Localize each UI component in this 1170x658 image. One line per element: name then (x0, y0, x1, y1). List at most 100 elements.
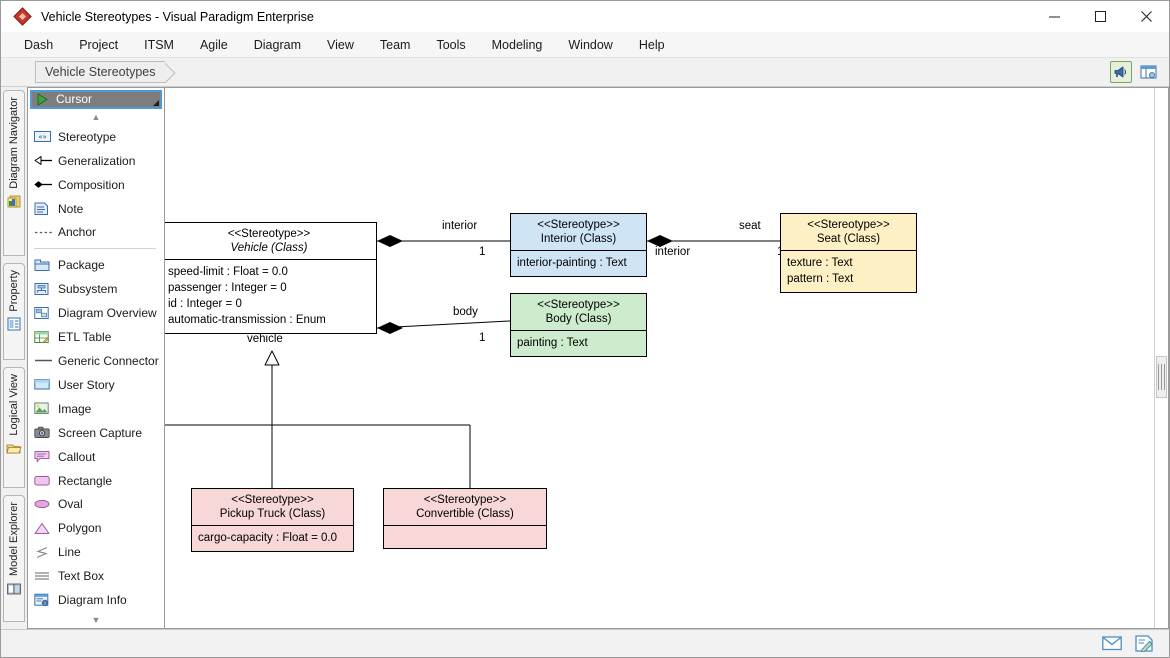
diagram-canvas[interactable]: vehicle interior 1 vehicle body 1 interi… (164, 87, 1169, 629)
uml-class-vehicle-attributes: speed-limit : Float = 0.0 passenger : In… (165, 260, 376, 333)
uml-class-convertible-stereotype: <<Stereotype>> (423, 494, 507, 506)
uml-class-body-stereotype: <<Stereotype>> (537, 299, 620, 311)
edge-label-interior-role: interior (442, 220, 478, 232)
palette-item-composition[interactable]: Composition (28, 173, 164, 197)
uml-class-pickup-truck-attributes: cargo-capacity : Float = 0.0 (192, 526, 353, 551)
palette-item-subsystem-label: Subsystem (58, 282, 118, 297)
annotation-icon[interactable] (1133, 634, 1155, 654)
user-story-icon (34, 378, 54, 391)
uml-class-interior[interactable]: <<Stereotype>> Interior (Class) interior… (510, 213, 647, 277)
status-bar (1, 629, 1169, 657)
maximize-icon[interactable] (1077, 1, 1123, 32)
menu-help[interactable]: Help (638, 37, 665, 52)
vtab-diagram-navigator[interactable]: Diagram Navigator (3, 90, 25, 256)
menu-dash[interactable]: Dash (24, 37, 54, 52)
palette-item-stereotype[interactable]: «» Stereotype (28, 125, 164, 149)
menu-modeling[interactable]: Modeling (491, 37, 543, 52)
palette-item-generalization-label: Generalization (58, 153, 136, 168)
palette-item-image[interactable]: Image (28, 397, 164, 421)
edge-label-interior-seat-role: interior (655, 246, 691, 258)
palette-scroll-up[interactable]: ▲ (91, 111, 101, 122)
uml-class-interior-stereotype: <<Stereotype>> (537, 219, 620, 231)
palette-item-callout[interactable]: Callout (28, 445, 164, 469)
diagram-overview-icon (34, 306, 54, 320)
palette-scroll-down[interactable]: ▼ (91, 614, 101, 625)
vtab-model-explorer-label: Model Explorer (8, 502, 20, 577)
title-bar: Vehicle Stereotypes - Visual Paradigm En… (1, 1, 1169, 32)
vtab-model-explorer[interactable]: Model Explorer (3, 495, 25, 622)
menu-view[interactable]: View (327, 37, 354, 52)
breadcrumb[interactable]: Vehicle Stereotypes (35, 61, 176, 83)
menu-agile[interactable]: Agile (199, 37, 228, 52)
canvas-splitter-grip[interactable] (1156, 356, 1167, 398)
mail-icon[interactable] (1101, 634, 1123, 654)
uml-class-body-divider (511, 330, 646, 331)
menu-project[interactable]: Project (79, 37, 119, 52)
palette-item-text-box[interactable]: Text Box (28, 564, 164, 588)
menu-tools[interactable]: Tools (436, 37, 466, 52)
palette-item-polygon[interactable]: Polygon (28, 516, 164, 540)
model-explorer-icon (6, 581, 22, 597)
palette-item-diagram-overview[interactable]: Diagram Overview (28, 301, 164, 325)
uml-attribute: pattern : Text (787, 273, 854, 285)
palette-item-line[interactable]: Line (28, 540, 164, 564)
palette-item-oval-label: Oval (58, 497, 83, 512)
palette-item-etl-table[interactable]: ETL Table (28, 325, 164, 349)
palette-item-screen-capture-label: Screen Capture (58, 425, 143, 440)
diagram-navigator-icon (6, 194, 22, 210)
palette-item-generalization[interactable]: Generalization (28, 149, 164, 173)
palette-item-user-story[interactable]: User Story (28, 373, 164, 397)
uml-class-convertible[interactable]: <<Stereotype>> Convertible (Class) (383, 488, 547, 549)
palette-item-oval[interactable]: Oval (28, 492, 164, 516)
palette-item-subsystem[interactable]: Subsystem (28, 277, 164, 301)
anchor-icon (34, 227, 54, 238)
edge-label-body-mult: 1 (479, 332, 486, 344)
svg-text:i: i (44, 601, 46, 607)
oval-icon (34, 498, 54, 510)
canvas-splitter[interactable] (1154, 88, 1168, 628)
close-icon[interactable] (1123, 1, 1169, 32)
panel-layout-icon[interactable] (1137, 61, 1159, 83)
minimize-icon[interactable] (1031, 1, 1077, 32)
uml-class-seat-attributes: texture : Text pattern : Text (781, 251, 916, 292)
uml-class-pickup-truck-name: Pickup Truck (Class) (219, 508, 326, 520)
vtab-property-label: Property (8, 269, 20, 312)
uml-attribute: texture : Text (787, 257, 853, 269)
palette-item-anchor-label: Anchor (58, 225, 97, 240)
vtab-property[interactable]: Property (3, 262, 25, 360)
uml-class-vehicle[interactable]: <<Stereotype>> Vehicle (Class) speed-lim… (165, 222, 377, 334)
edge-label-seat-role: seat (739, 220, 761, 232)
menu-diagram[interactable]: Diagram (253, 37, 301, 52)
palette-item-screen-capture[interactable]: Screen Capture (28, 421, 164, 445)
announcement-icon[interactable] (1110, 61, 1132, 83)
palette-item-package[interactable]: Package (28, 253, 164, 277)
palette-item-rectangle[interactable]: Rectangle (28, 469, 164, 493)
palette-item-generic-connector[interactable]: Generic Connector (28, 349, 164, 373)
uml-class-pickup-truck-stereotype: <<Stereotype>> (231, 494, 314, 506)
rectangle-icon (34, 475, 54, 487)
vtab-logical-view[interactable]: Logical View (3, 366, 25, 489)
breadcrumb-label[interactable]: Vehicle Stereotypes (35, 61, 165, 83)
uml-class-vehicle-stereotype: <<Stereotype>> (227, 228, 311, 240)
menu-itsm[interactable]: ITSM (144, 37, 174, 52)
uml-class-vehicle-header: <<Stereotype>> Vehicle (Class) (165, 223, 376, 259)
palette-item-cursor[interactable]: Cursor (30, 90, 162, 109)
vtab-diagram-navigator-label: Diagram Navigator (8, 97, 20, 189)
menu-team[interactable]: Team (379, 37, 411, 52)
palette-item-diagram-info[interactable]: i Diagram Info (28, 588, 164, 612)
palette-item-composition-label: Composition (58, 177, 125, 192)
uml-class-pickup-truck[interactable]: <<Stereotype>> Pickup Truck (Class) carg… (191, 488, 354, 552)
palette-item-cursor-label: Cursor (56, 92, 93, 107)
palette-item-image-label: Image (58, 401, 92, 416)
uml-class-body[interactable]: <<Stereotype>> Body (Class) painting : T… (510, 293, 647, 357)
vertical-tab-strip: Diagram Navigator Property (1, 87, 27, 629)
breadcrumb-chevron-icon (165, 61, 176, 83)
palette-item-note[interactable]: Note (28, 197, 164, 221)
uml-class-interior-header: <<Stereotype>> Interior (Class) (511, 214, 646, 250)
cursor-icon (36, 93, 50, 106)
uml-class-seat[interactable]: <<Stereotype>> Seat (Class) texture : Te… (780, 213, 917, 293)
palette-item-anchor[interactable]: Anchor (28, 221, 164, 245)
uml-class-seat-stereotype: <<Stereotype>> (807, 219, 890, 231)
menu-window[interactable]: Window (568, 37, 613, 52)
edge-label-interior-mult: 1 (479, 246, 486, 258)
